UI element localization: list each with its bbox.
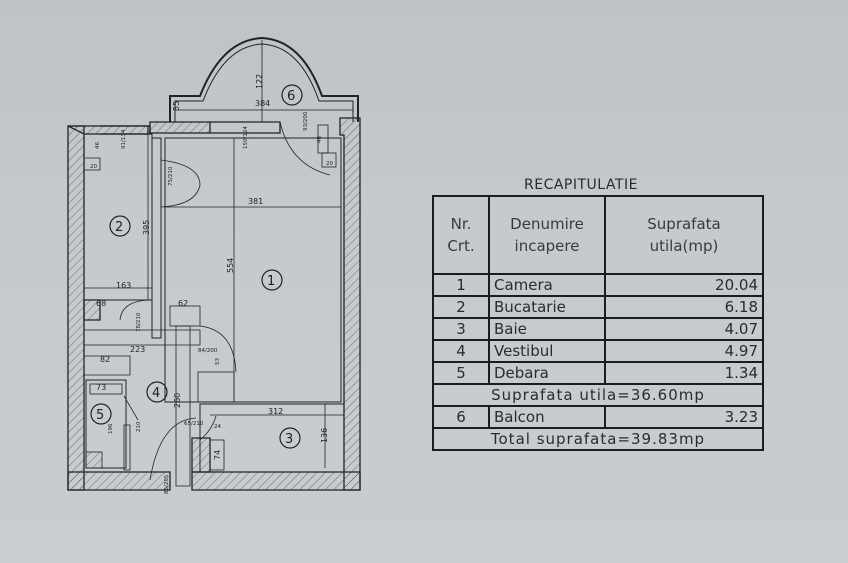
svg-text:91/134: 91/134 xyxy=(121,129,127,149)
svg-text:53: 53 xyxy=(215,358,221,365)
row-name: Camera xyxy=(488,273,606,297)
svg-text:381: 381 xyxy=(248,197,263,206)
svg-text:384: 384 xyxy=(255,99,270,108)
room-1-label: 1 xyxy=(267,274,275,289)
balcony-outline xyxy=(169,36,359,122)
svg-text:93/200: 93/200 xyxy=(303,111,309,131)
row-area: 4.07 xyxy=(604,317,764,341)
recap-header-row: Nr. Crt. Denumire incapere Suprafata uti… xyxy=(432,195,764,275)
svg-text:68: 68 xyxy=(96,299,106,308)
row-nr: 3 xyxy=(432,317,490,341)
svg-text:223: 223 xyxy=(130,345,145,354)
outer-wall-bottom-left xyxy=(67,471,171,491)
table-row: 4 Vestibul 4.97 xyxy=(432,339,764,363)
svg-text:75/210: 75/210 xyxy=(168,166,174,186)
svg-text:82: 82 xyxy=(100,355,110,364)
row-area: 20.04 xyxy=(604,273,764,297)
svg-text:84/200: 84/200 xyxy=(198,348,218,354)
room-3-label: 3 xyxy=(285,432,293,447)
header-nr: Nr. Crt. xyxy=(432,195,490,275)
svg-text:136: 136 xyxy=(320,428,329,443)
outer-wall-top-mid xyxy=(149,121,211,134)
svg-text:312: 312 xyxy=(268,407,283,416)
subtotal-text: Suprafata utila=36.60mp xyxy=(432,383,764,407)
svg-text:395: 395 xyxy=(142,220,151,235)
svg-text:62: 62 xyxy=(178,299,188,308)
row-area: 3.23 xyxy=(604,405,764,429)
row-nr: 6 xyxy=(432,405,490,429)
recap-table: Nr. Crt. Denumire incapere Suprafata uti… xyxy=(432,195,764,451)
svg-text:163: 163 xyxy=(116,281,131,290)
row-area: 4.97 xyxy=(604,339,764,363)
outer-wall-right xyxy=(339,117,361,491)
row-name: Baie xyxy=(488,317,606,341)
svg-text:260: 260 xyxy=(173,393,182,408)
row-area: 6.18 xyxy=(604,295,764,319)
svg-text:210: 210 xyxy=(136,421,142,432)
svg-text:554: 554 xyxy=(226,258,235,273)
recap-title: RECAPITULATIE xyxy=(524,177,638,193)
svg-text:122: 122 xyxy=(255,74,264,89)
svg-text:55: 55 xyxy=(172,101,181,111)
room-5-label: 5 xyxy=(96,408,104,423)
row-nr: 5 xyxy=(432,361,490,385)
table-row: 3 Baie 4.07 xyxy=(432,317,764,341)
svg-text:65/210: 65/210 xyxy=(184,421,204,427)
header-area: Suprafata utila(mp) xyxy=(604,195,764,275)
table-row: 2 Bucatarie 6.18 xyxy=(432,295,764,319)
svg-text:196: 196 xyxy=(108,423,114,434)
outer-wall-left xyxy=(67,125,85,491)
header-name: Denumire incapere xyxy=(488,195,606,275)
svg-text:20: 20 xyxy=(90,164,97,170)
svg-text:150/124: 150/124 xyxy=(243,126,249,149)
svg-text:78/210: 78/210 xyxy=(136,312,142,332)
room-4-label: 4 xyxy=(152,386,160,401)
table-row: 1 Camera 20.04 xyxy=(432,273,764,297)
svg-text:24: 24 xyxy=(214,424,221,430)
svg-text:20: 20 xyxy=(326,161,333,167)
row-name: Bucatarie xyxy=(488,295,606,319)
outer-wall-bottom xyxy=(191,471,361,491)
outer-wall-top-left xyxy=(67,125,151,135)
row-name: Balcon xyxy=(488,405,606,429)
table-row: 6 Balcon 3.23 xyxy=(432,405,764,429)
svg-text:46: 46 xyxy=(95,142,101,149)
row-name: Vestibul xyxy=(488,339,606,363)
table-row: 5 Debara 1.34 xyxy=(432,361,764,385)
svg-text:86/205: 86/205 xyxy=(164,474,170,494)
total-text: Total suprafata=39.83mp xyxy=(432,427,764,451)
svg-text:46: 46 xyxy=(317,136,323,143)
svg-text:74: 74 xyxy=(213,450,222,460)
row-area: 1.34 xyxy=(604,361,764,385)
room-2-label: 2 xyxy=(115,220,123,235)
svg-text:73: 73 xyxy=(96,383,106,392)
row-nr: 2 xyxy=(432,295,490,319)
total-row: Total suprafata=39.83mp xyxy=(432,427,764,451)
subtotal-row: Suprafata utila=36.60mp xyxy=(432,383,764,407)
row-nr: 4 xyxy=(432,339,490,363)
row-name: Debara xyxy=(488,361,606,385)
row-nr: 1 xyxy=(432,273,490,297)
room-6-label: 6 xyxy=(287,89,295,104)
